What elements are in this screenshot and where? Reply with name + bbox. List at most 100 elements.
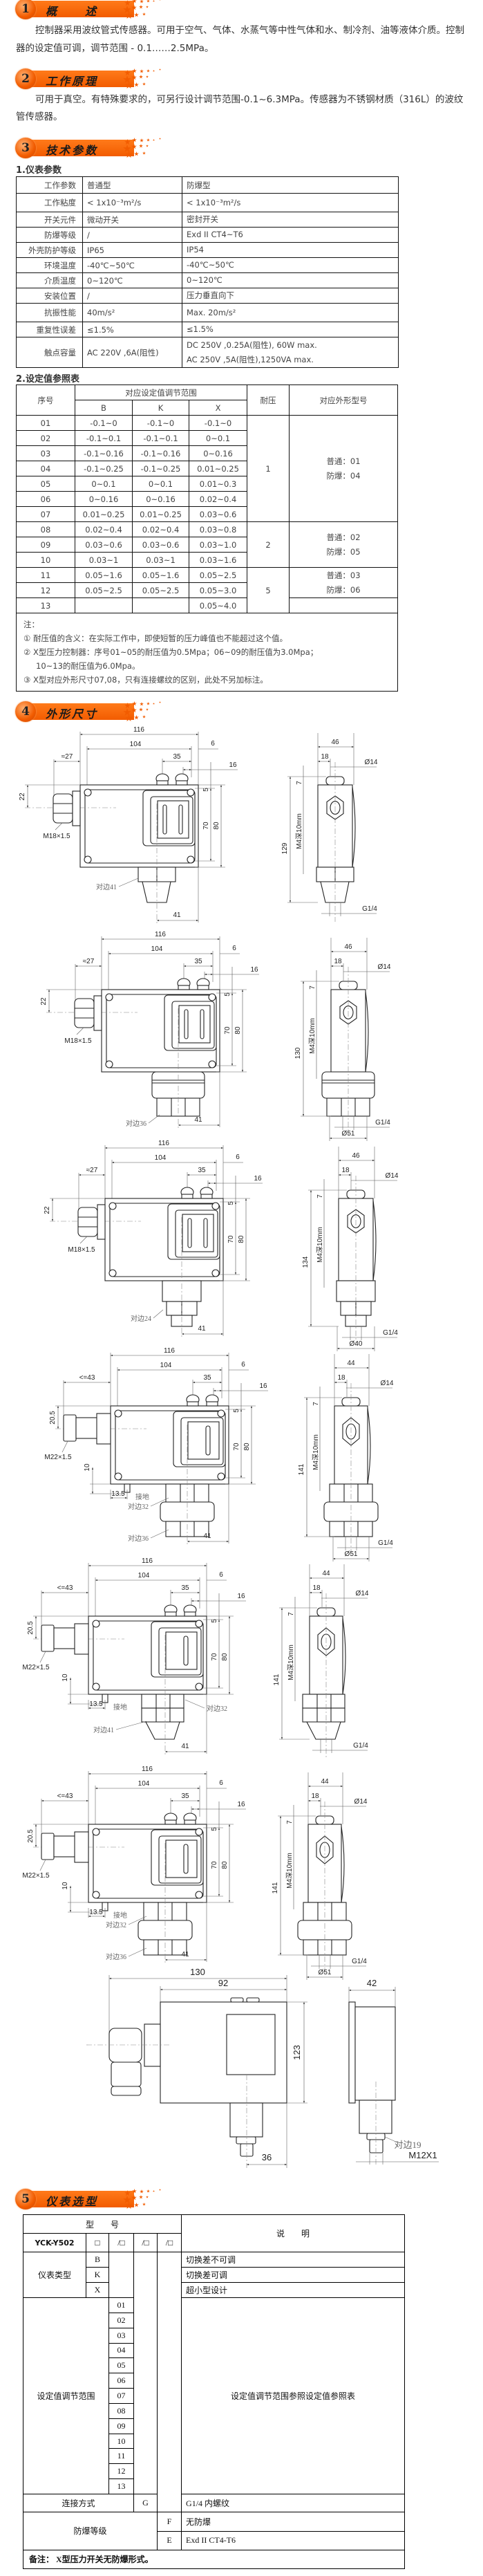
screw-icon [211,1269,220,1277]
dim-cap-diameter: Ø14 [365,759,378,766]
window-frame [151,1829,204,1886]
round-body [323,1501,379,1522]
screw-icon [208,993,216,1001]
header-pressure: 耐压 [247,384,290,416]
connection-desc: G1/4 内螺纹 [181,2493,406,2512]
dim-terminal-offset: 16 [259,1382,267,1390]
banner-bar: 外形尺寸 [25,703,134,721]
banner-bar: 技术参数 [25,140,134,157]
dim-mount-thread: M4深10mm [316,1227,324,1263]
dim-80: 80 [243,1443,251,1451]
terminal-cap [180,1187,194,1198]
leader-line [76,1027,84,1035]
cell-k: 0.03~0.6 [132,537,189,553]
dim-5: 5 [233,1409,240,1413]
range-code: 08 [108,2402,134,2419]
ground-bolt [124,1483,131,1493]
param-ex-line: < 1x10⁻³m²/s [187,197,241,207]
gland-nut [41,1833,55,1860]
range-code: 04 [108,2342,134,2359]
model-header: 型 号 [22,2214,182,2234]
side-body [338,1198,374,1281]
star-icon [159,138,161,140]
screw-icon [217,1409,225,1418]
cell-seq: 08 [16,521,75,537]
screw-icon [84,855,92,864]
dim-7: 7 [309,985,316,990]
star-icon [139,75,143,79]
section-number-badge: 2 [15,68,36,89]
table-row: 环境温度-40℃~50℃-40℃~50℃ [16,257,399,273]
tip [171,1315,193,1327]
side-hex-port [339,1000,357,1025]
section-banner-overview: 概 述 1 [12,0,171,19]
star-icon [132,68,137,73]
type-code: K [86,2267,109,2283]
leader-line [384,2136,398,2143]
ground-bolt [102,1694,108,1703]
cell-seq: 10 [16,552,75,568]
side-bulge [365,991,369,1073]
dim-thread: G1/4 [383,1329,398,1337]
hex-nut [302,1694,345,1709]
param-normal: IP65 [82,242,182,258]
param-ex-line: 0~120℃ [187,275,222,285]
cell-b: 0~0.1 [75,476,133,492]
across-flats-label: 对边24 [131,1314,151,1323]
range-code: 13 [108,2478,134,2494]
dim-side-18: 18 [311,1792,319,1800]
section-title: 技术参数 [46,144,99,157]
ground-label: 接地 [113,1703,127,1712]
param-ex: 0~120℃ [182,272,399,288]
dim-ground-offset: 13.5 [89,1701,103,1708]
window-screen [182,1214,214,1252]
param-normal: 40m/s² [82,303,182,322]
connection-code: G [133,2493,158,2512]
empty-cell [156,2252,182,2512]
window [150,796,193,844]
param-ex-line: Exd II CT4~T6 [187,230,243,239]
star-icon [146,0,150,3]
terminal-cap [205,1394,219,1405]
star-icon [125,714,133,722]
table-row: 重复性误差≤1.5%≤1.5% [16,322,399,337]
side-body [317,784,353,868]
hex-nut [165,1483,209,1503]
window-frame [142,790,196,846]
cell-k: -0.1~0.1 [132,430,189,446]
dim-side-width: 46 [352,1152,360,1160]
dim-overall-width: 116 [133,726,144,734]
dim-70: 70 [211,1653,218,1661]
star-icon [134,82,139,87]
side-port-hole [321,1633,332,1650]
window [226,2014,276,2075]
hex-nut [303,1939,347,1956]
dim-7: 7 [312,1402,320,1406]
type-desc: 超小型设计 [181,2282,406,2298]
screw-icon [84,788,92,797]
header-shape: 对应外形型号 [289,384,399,416]
overview-text: 控制器采用波纹管式传感器。可用于空气、气体、水蒸气等中性气体和水、制冷剂、油等液… [16,25,464,54]
star-icon [153,0,155,2]
housing [110,1405,229,1485]
note-line: ③ X型对应外形尺寸07,08，只有连接螺纹的区别，此处不另加标注。 [23,675,268,685]
dim-cap-diameter: Ø14 [354,1798,368,1806]
model-slot: □ [86,2233,109,2252]
terminal-cap [183,1813,197,1824]
terminal-cap [177,978,191,989]
connection-label: 连接方式 [23,2493,134,2512]
hex-nut [329,1483,373,1503]
dim-overall-width: 116 [164,1347,175,1355]
terminal-base [200,1194,213,1199]
cell-k [132,597,189,613]
screw-icon [114,1472,122,1481]
ex-desc: 无防爆 [181,2511,406,2532]
note-line: ② X型压力控制器：序号01~05的耐压值为0.5Mpa；06~09的耐压值为3… [23,647,319,657]
ground-label: 接地 [113,1911,127,1920]
dim-7: 7 [287,1612,295,1616]
